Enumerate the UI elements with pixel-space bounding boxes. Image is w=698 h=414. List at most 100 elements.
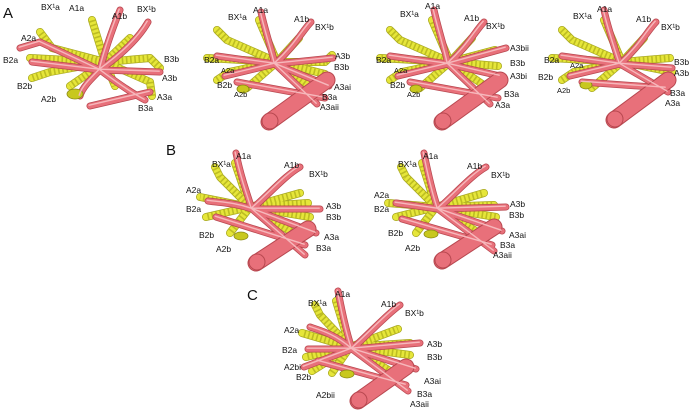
panel-letter-a: A: [3, 5, 13, 22]
label-a2a: A2a: [570, 61, 584, 70]
label-bx1b: BX¹b: [405, 308, 424, 318]
label-a1b: A1b: [381, 299, 396, 309]
label-a1b: A1b: [464, 13, 479, 23]
label-a3b: A3b: [510, 199, 525, 209]
diagram-c1: BX¹a A1a A1b BX¹b A2a B2a A2bi B2b A2bii…: [282, 289, 442, 409]
bronchus-stump: [234, 232, 248, 240]
label-a2b: A2b: [407, 90, 420, 99]
label-b2a: B2a: [204, 55, 219, 65]
label-b3a: B3a: [500, 240, 515, 250]
label-a3a: A3a: [495, 100, 510, 110]
label-a1a: A1a: [236, 151, 251, 161]
label-a1b: A1b: [467, 161, 482, 171]
bronchus-stump: [424, 230, 438, 238]
label-b3a: B3a: [670, 88, 685, 98]
label-a3ai: A3ai: [509, 230, 526, 240]
label-a3bi: A3bi: [510, 71, 527, 81]
label-b2a: B2a: [282, 345, 297, 355]
main-artery-cut-end: [435, 252, 451, 268]
main-artery-cut-end: [351, 392, 367, 408]
label-a3a: A3a: [665, 98, 680, 108]
label-b3a: B3a: [138, 103, 153, 113]
label-a2a: A2a: [374, 190, 389, 200]
label-bx1b: BX¹b: [486, 21, 505, 31]
label-b2a: B2a: [186, 204, 201, 214]
label-a3b: A3b: [335, 51, 350, 61]
label-a1a: A1a: [423, 151, 438, 161]
label-b2b: B2b: [217, 80, 232, 90]
label-b2b: B2b: [390, 80, 405, 90]
label-bx1a: BX¹a: [398, 159, 417, 169]
label-bx1a: BX¹a: [308, 298, 327, 308]
label-b3b: B3b: [164, 54, 179, 64]
main-artery-cut-end: [249, 254, 265, 270]
main-artery-cut-end: [435, 113, 451, 129]
label-b2b: B2b: [296, 372, 311, 382]
diagram-a1: BX¹a A1a A1b BX¹b A2a B2a B2b A2b B3b A3…: [3, 2, 179, 113]
label-b3b: B3b: [509, 210, 524, 220]
diagram-a2: BX¹a A1a A1b BX¹b B2a A2a B2b A2b A3b B3…: [204, 5, 351, 129]
label-a1b: A1b: [294, 14, 309, 24]
label-a3ai: A3ai: [334, 82, 351, 92]
label-bx1b: BX¹b: [315, 22, 334, 32]
panel-letter-c: C: [247, 287, 258, 304]
label-b3a: B3a: [504, 89, 519, 99]
label-a2b: A2b: [216, 244, 231, 254]
label-a1a: A1a: [69, 3, 84, 13]
panel-letter-b: B: [166, 142, 176, 159]
label-b3b: B3b: [334, 62, 349, 72]
diagram-a4: BX¹a A1a A1b BX¹b B2a A2a B2b A2b B3b A3…: [538, 4, 689, 127]
label-a1a: A1a: [335, 289, 350, 299]
label-a3b: A3b: [427, 339, 442, 349]
label-b3b: B3b: [674, 57, 689, 67]
label-bx1a: BX¹a: [400, 9, 419, 19]
label-a3aii: A3aii: [410, 399, 429, 409]
label-a1a: A1a: [253, 5, 268, 15]
label-a3ai: A3ai: [424, 376, 441, 386]
label-bx1b: BX¹b: [309, 169, 328, 179]
label-b3a: B3a: [316, 243, 331, 253]
label-a2a: A2a: [186, 185, 201, 195]
label-b3b: B3b: [326, 212, 341, 222]
label-a1a: A1a: [597, 4, 612, 14]
label-a2a: A2a: [284, 325, 299, 335]
label-a3aii: A3aii: [320, 102, 339, 112]
label-b2a: B2a: [376, 55, 391, 65]
label-bx1b: BX¹b: [491, 170, 510, 180]
label-a3bii: A3bii: [510, 43, 529, 53]
label-b2b: B2b: [199, 230, 214, 240]
label-a3b: A3b: [326, 201, 341, 211]
main-artery-cut-end: [607, 111, 623, 127]
label-a2a: A2a: [21, 33, 36, 43]
label-a2bii: A2bii: [316, 390, 335, 400]
label-a3a: A3a: [157, 92, 172, 102]
diagram-b1: BX¹a A1a A1b BX¹b A2a B2a B2b A2b A3b B3…: [186, 151, 341, 270]
label-b2a: B2a: [544, 55, 559, 65]
label-bx1a: BX¹a: [228, 12, 247, 22]
label-bx1a: BX¹a: [212, 159, 231, 169]
label-b2b: B2b: [538, 72, 553, 82]
label-bx1a: BX¹a: [41, 2, 60, 12]
label-a3aii: A3aii: [493, 250, 512, 260]
label-a1b: A1b: [284, 160, 299, 170]
label-a2a: A2a: [394, 66, 408, 75]
diagram-b2: BX¹a A1a A1b BX¹b A2a B2a B2b A2b A3b B3…: [374, 151, 526, 268]
label-a3b: A3b: [162, 73, 177, 83]
label-b3b: B3b: [510, 58, 525, 68]
label-a1b: A1b: [112, 11, 127, 21]
label-a2bi: A2bi: [284, 362, 301, 372]
label-a3a: A3a: [324, 232, 339, 242]
label-b3a: B3a: [322, 92, 337, 102]
label-b3a: B3a: [417, 389, 432, 399]
main-artery-cut-end: [262, 113, 278, 129]
label-b2b: B2b: [388, 228, 403, 238]
label-a1b: A1b: [636, 14, 651, 24]
label-b2a: B2a: [374, 204, 389, 214]
label-b2b: B2b: [17, 81, 32, 91]
label-bx1b: BX¹b: [661, 22, 680, 32]
label-a1a: A1a: [425, 1, 440, 11]
label-b2a: B2a: [3, 55, 18, 65]
label-a2b: A2b: [234, 90, 247, 99]
label-a2b: A2b: [41, 94, 56, 104]
